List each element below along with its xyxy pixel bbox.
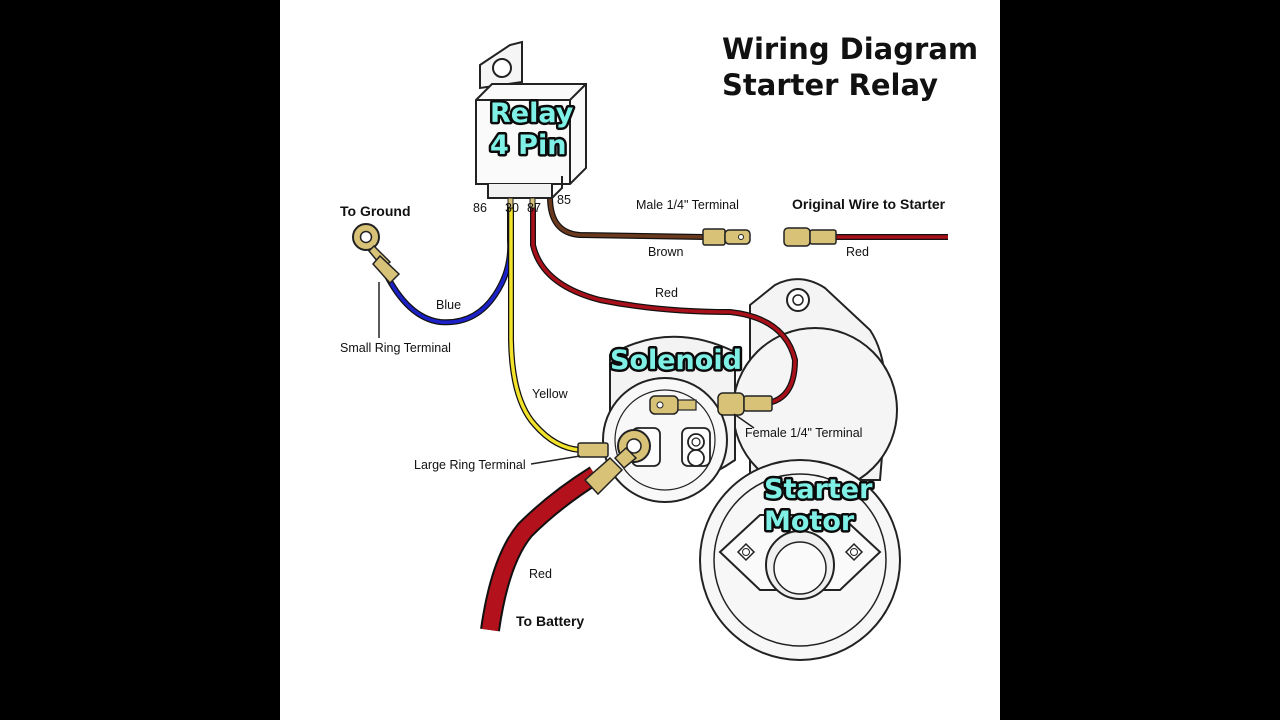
bolt-hole-right [844,542,864,562]
title-line2: Starter Relay [722,68,938,102]
female-terminal-leader [733,413,755,429]
pin-86-label: 86 [473,201,487,215]
pin-30-label: 30 [505,201,519,215]
pin-87-label: 87 [527,201,541,215]
yellow-wire-terminal [577,442,609,458]
right-letterbox [1000,0,1280,720]
relay-body [475,83,587,185]
red-relay-wire [531,203,797,404]
male-terminal-label: Male 1/4" Terminal [636,198,739,212]
female-original-terminal [783,227,837,247]
female-quarter-terminal [717,392,773,416]
diagram-canvas: Relay 4 Pin 86 30 87 85 Wiring Diagram S… [280,0,1000,720]
large-ring-leader [530,455,581,465]
solenoid-label: Solenoid [610,345,742,376]
red-relay-label: Red [655,286,678,300]
male-quarter-terminal [702,228,751,246]
yellow-wire-outline [508,202,583,453]
yellow-label: Yellow [532,387,569,401]
starter-motor [699,278,901,661]
original-wire-label: Original Wire to Starter [792,196,946,212]
large-ring-terminal [583,429,651,496]
relay-label-line2: 4 Pin [490,130,566,161]
solenoid-spade-terminal [649,395,697,415]
pin-85-label: 85 [557,193,571,207]
large-ring-label: Large Ring Terminal [414,458,526,472]
title-line1: Wiring Diagram [722,32,978,66]
starter-label-line1: Starter [764,474,873,505]
red-original-label: Red [846,245,869,259]
small-ring-terminal [352,223,401,285]
brown-wire [548,195,707,239]
left-letterbox [0,0,280,720]
red-battery-label: Red [529,567,552,581]
yellow-wire [509,203,582,452]
female-terminal-label: Female 1/4" Terminal [745,426,862,440]
battery-cable [482,468,600,632]
brown-label: Brown [648,245,683,259]
relay-label-line1: Relay [490,98,574,129]
small-ring-label: Small Ring Terminal [340,341,451,355]
relay [475,40,587,209]
wiring-diagram: Relay 4 Pin 86 30 87 85 Wiring Diagram S… [340,32,978,661]
blue-label: Blue [436,298,461,312]
to-battery-label: To Battery [516,613,584,629]
bolt-hole-left [736,542,756,562]
to-ground-label: To Ground [340,203,411,219]
starter-label-line2: Motor [764,506,855,537]
